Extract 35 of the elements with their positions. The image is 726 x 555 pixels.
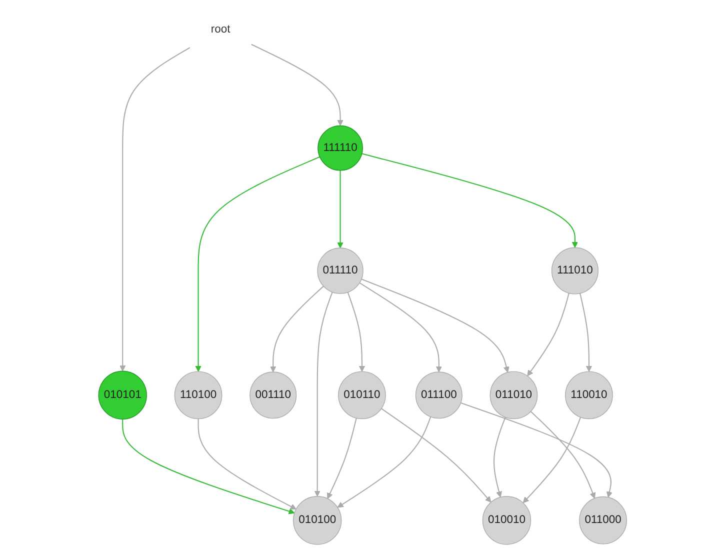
- arrow: [314, 292, 334, 497]
- node-circle: 011110: [318, 248, 364, 294]
- arrow: [327, 418, 358, 499]
- node-circle: 111110: [318, 125, 364, 171]
- node-circle: 111010: [552, 247, 599, 294]
- node-circle: 110010: [565, 371, 614, 420]
- arrow: [348, 292, 366, 372]
- arrow: [198, 418, 297, 510]
- arrow: [580, 293, 592, 372]
- node-circle: 110100: [174, 371, 223, 420]
- node-circle: 011000: [579, 496, 628, 544]
- arrow: [338, 416, 432, 508]
- arrow: [360, 282, 442, 372]
- node-circle: 011100: [416, 372, 463, 419]
- arrow: [460, 402, 613, 498]
- arrow: [120, 47, 191, 372]
- arrow: [362, 278, 510, 373]
- arrow: [122, 419, 296, 514]
- node-circle: 010110: [338, 371, 386, 420]
- arrow: [530, 411, 596, 499]
- arrow: [252, 44, 344, 126]
- arrow: [196, 156, 320, 372]
- node-circle: 010101: [98, 370, 148, 420]
- arrow: [381, 408, 492, 502]
- node-text: root: [211, 23, 231, 36]
- arrow: [362, 153, 578, 248]
- arrow: [338, 170, 344, 248]
- node-circle: 010100: [293, 496, 342, 545]
- node-circle: 010010: [482, 496, 532, 545]
- node-circle: 011010: [490, 371, 538, 420]
- arrow: [523, 417, 582, 504]
- arrow: [528, 293, 570, 376]
- node-circle: 001110: [250, 372, 298, 419]
- arrow: [494, 417, 506, 498]
- arrow: [270, 286, 324, 372]
